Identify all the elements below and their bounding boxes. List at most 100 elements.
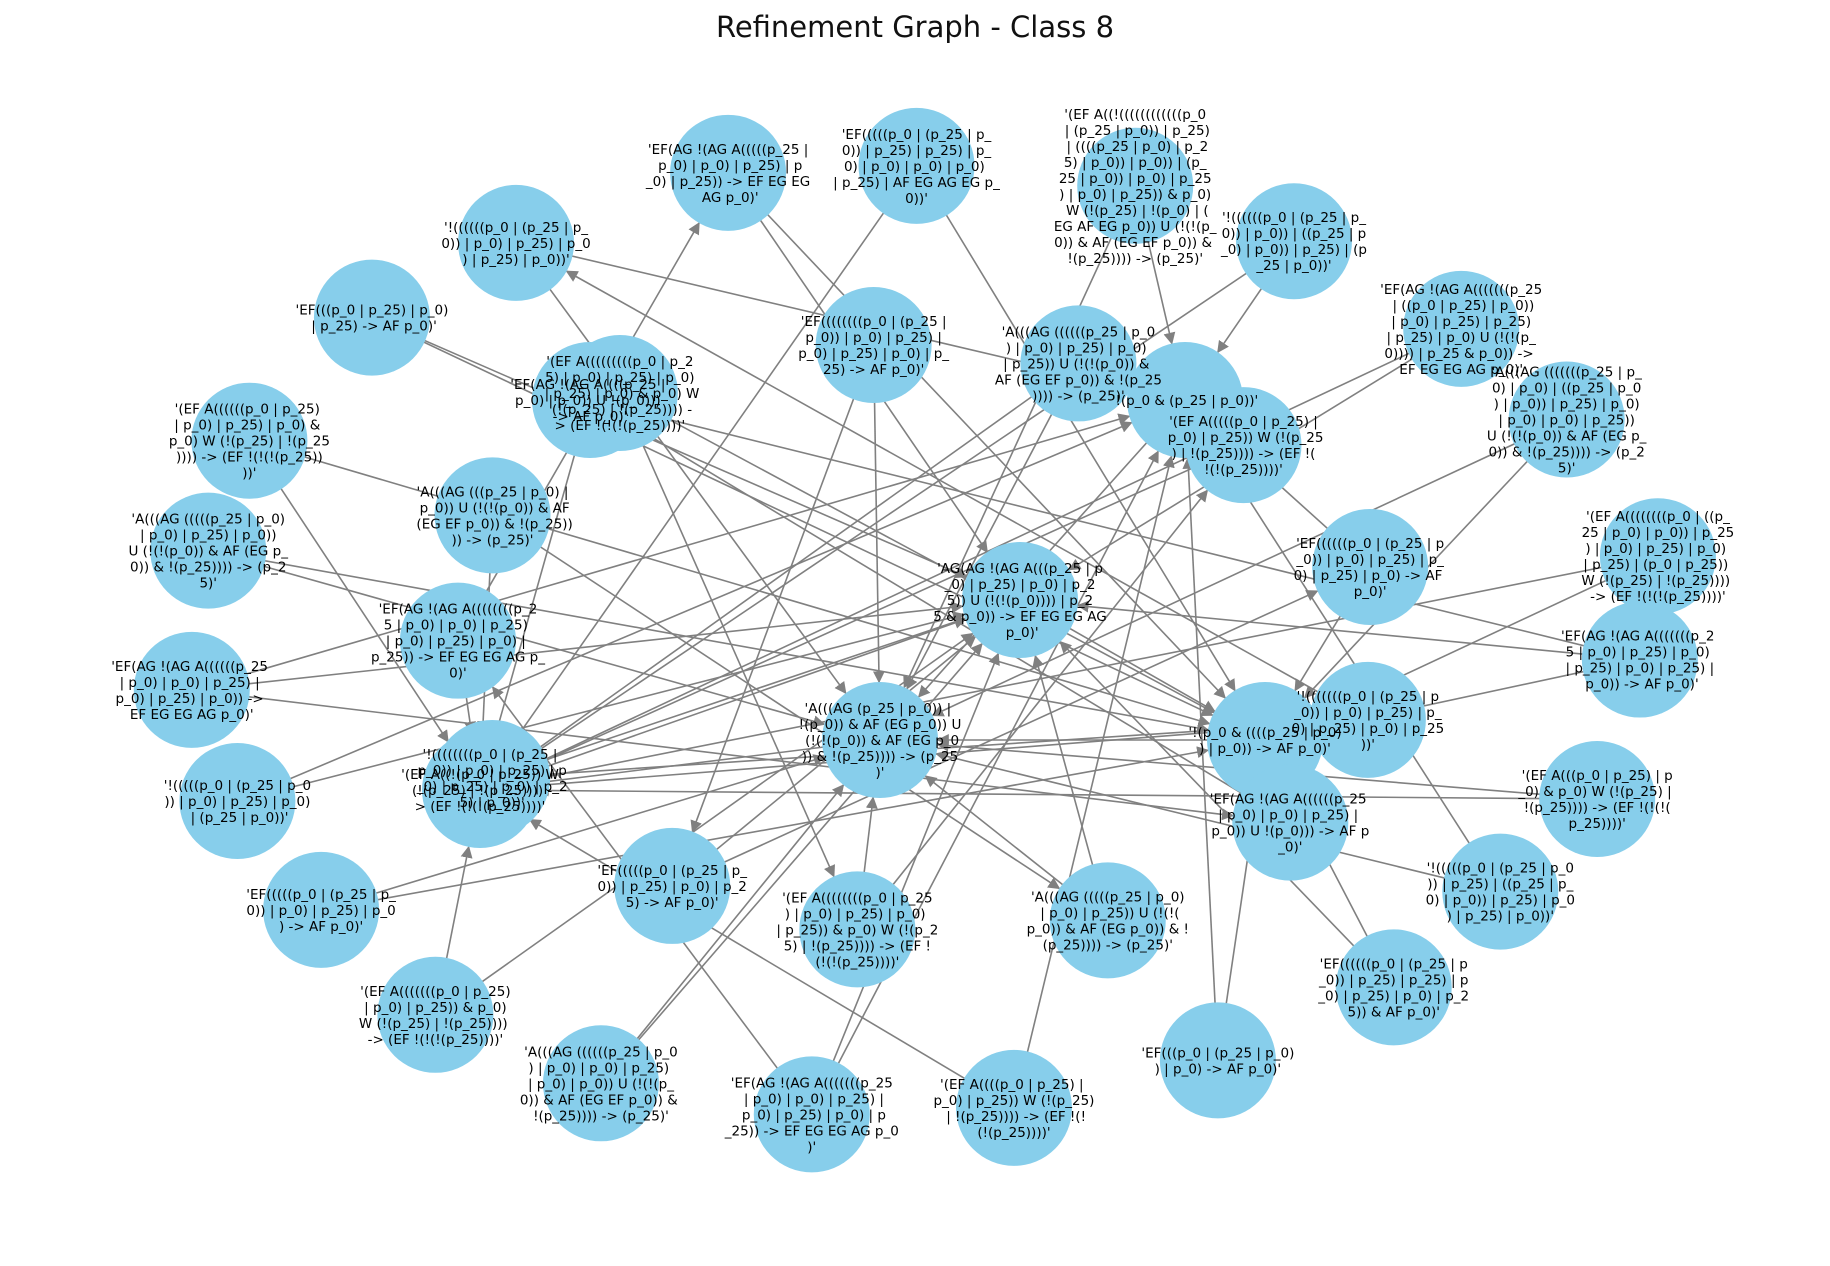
node-n7 xyxy=(1403,270,1520,387)
node-n24 xyxy=(133,631,250,748)
node-n36 xyxy=(799,871,916,988)
node-n5 xyxy=(1235,183,1352,300)
node-n13 xyxy=(1442,833,1559,950)
edge-n5-n6 xyxy=(527,240,1295,759)
edge-n11-n20 xyxy=(645,410,1641,661)
edge-n24-n1 xyxy=(191,413,1131,691)
edge-n26-n6 xyxy=(248,440,449,743)
nodes-layer: '!(p_0 & (p_25 | p_0))' '!(p_0 & ((((p_25… xyxy=(111,107,1734,1173)
edge-n4-n15 xyxy=(903,185,1136,689)
edge-n24-n34 xyxy=(191,689,1234,821)
node-label-n11: 'EF(AG !(AG A(((((((p_2 5 | p_0) | p_25)… xyxy=(1561,629,1719,693)
edge-n36-n31 xyxy=(856,489,1209,930)
edge-n3-n2 xyxy=(915,165,1236,692)
edge-n27-n2 xyxy=(371,316,1214,717)
node-label-n27: 'EF(((p_0 | p_25) | p_0) | p_25) -> AF p… xyxy=(295,303,448,335)
node-n31 xyxy=(1185,387,1302,504)
node-n11 xyxy=(1581,601,1698,718)
node-label-n20: 'EF(AG !(AG A((((p_25 | p_0) | p_0)) U !… xyxy=(510,377,669,425)
edge-n33-n28 xyxy=(565,270,1369,721)
edge-n8-n2 xyxy=(1303,418,1568,699)
edge-n11-n10 xyxy=(1076,600,1640,661)
node-n19 xyxy=(542,1025,659,1142)
node-n35 xyxy=(1049,862,1166,979)
node-n21 xyxy=(377,956,494,1073)
node-label-n16: 'EF(((p_0 | (p_25 | p_0)) | p_0) -> AF p… xyxy=(1141,1045,1294,1077)
edge-n16-n1 xyxy=(1182,456,1219,1061)
node-n22 xyxy=(263,851,380,968)
node-n40 xyxy=(434,457,551,574)
edge-n42-n37 xyxy=(690,344,875,833)
node-label-n31: '(EF A(((((p_0 | p_25) | p_0) | p_25)) W… xyxy=(1163,414,1323,478)
node-n39 xyxy=(399,582,516,699)
edge-n41-n36 xyxy=(619,392,835,878)
node-label-n21: '(EF A(((((((p_0 | p_25) | p_0) | p_25))… xyxy=(359,984,512,1048)
edge-n29-n2 xyxy=(727,172,1226,699)
edge-n3-n6 xyxy=(512,165,918,744)
node-label-n40: 'A(((AG (((p_25 | p_0) | p_0)) U (!(!(p_… xyxy=(412,484,573,548)
node-label-n29: 'EF(AG !(AG A(((((p_25 | p_0) | p_0) | p… xyxy=(645,142,810,206)
node-n34 xyxy=(1232,764,1349,881)
edge-n6-n10 xyxy=(479,617,967,791)
node-label-n22: 'EF(((((p_0 | (p_25 | p_0)) | p_0) | p_2… xyxy=(246,887,396,935)
node-n15 xyxy=(822,682,938,798)
edge-n38-n10 xyxy=(491,616,967,779)
node-label-n8: 'A(((AG (((((((p_25 | p_0) | p_0) | ((p_… xyxy=(1487,364,1647,476)
edge-n28-n15 xyxy=(515,242,847,695)
node-n42 xyxy=(815,286,932,403)
node-label-n34: 'EF(AG !(AG A((((((p_25 | p_0) | p_0) | … xyxy=(1210,792,1371,856)
node-label-n15: 'A(((AG (p_25 | p_0)) | !(p_0)) & AF (EG… xyxy=(799,701,962,781)
node-label-n6: '(EF A((!(p_0 | p_25)) W (!(p_25) | !(p_… xyxy=(401,767,559,815)
node-n28 xyxy=(458,184,575,301)
node-label-n13: '!(((((p_0 | (p_25 | p_0)) | p_25) | ((p… xyxy=(1426,861,1575,925)
node-label-n32: 'EF((((((p_0 | (p_25 | p_0)) | p_0) | p_… xyxy=(1294,536,1447,600)
node-label-n2: '!(p_0 & ((((p_25 | p_0)) | p_0)) -> AF … xyxy=(1188,725,1341,757)
edge-n18-n1 xyxy=(811,450,1159,1115)
edge-n26-n2 xyxy=(249,439,1211,727)
node-n41 xyxy=(561,335,678,452)
node-label-n14: 'EF((((((p_0 | (p_25 | p_0)) | p_25) | p… xyxy=(1317,956,1469,1020)
node-label-n3: 'EF(((((p_0 | (p_25 | p_0)) | p_25) | p_… xyxy=(833,127,1000,207)
node-label-n7: 'EF(AG !(AG A(((((((p_25 | ((p_0 | p_25)… xyxy=(1380,282,1542,378)
node-label-n18: 'EF(AG !(AG A(((((((p_25 | p_0) | p_0) |… xyxy=(724,1075,899,1155)
node-n29 xyxy=(670,114,787,231)
node-n17 xyxy=(955,1049,1072,1166)
node-n4 xyxy=(1077,127,1194,244)
node-n3 xyxy=(858,107,975,224)
edge-n17-n6 xyxy=(528,818,1015,1109)
edge-n12-n6 xyxy=(536,784,1598,800)
node-label-n1: '!(p_0 & (p_25 | p_0))' xyxy=(1112,393,1258,409)
node-label-n42: 'EF((((((((p_0 | (p_25 | p_0)) | p_0) | … xyxy=(798,314,949,378)
node-n14 xyxy=(1335,929,1452,1046)
node-n8 xyxy=(1508,361,1625,478)
node-label-n24: 'EF(AG !(AG A((((((p_25 | p_0) | p_0) | … xyxy=(111,659,272,723)
node-label-n17: '(EF A((((p_0 | p_25) | p_0) | p_25)) W … xyxy=(933,1077,1094,1141)
edge-n25-n2 xyxy=(208,549,1210,734)
node-n12 xyxy=(1539,740,1656,857)
edge-n34-n20 xyxy=(638,429,1291,824)
edge-n13-n15 xyxy=(935,750,1501,893)
edge-n17-n1 xyxy=(1013,455,1175,1109)
node-label-n36: '(EF A((((((((p_0 | p_25) | p_0) | p_25)… xyxy=(776,890,938,970)
edge-n31-n6 xyxy=(531,444,1244,768)
node-label-n38: '!((((((((p_0 | (p_25 | p_0)) | p_0) | p… xyxy=(416,747,568,811)
node-label-n12: '(EF A(((p_0 | p_25) | p_0) & p_0) W (!(… xyxy=(1517,768,1676,832)
node-n16 xyxy=(1159,1002,1276,1119)
node-n27 xyxy=(313,259,430,376)
node-n18 xyxy=(753,1056,870,1173)
node-label-n26: '(EF A((((((p_0 | p_25) | p_0) | p_25) |… xyxy=(169,402,330,482)
node-label-n4: '(EF A((!((((((((((((p_0 | (p_25 | p_0))… xyxy=(1054,107,1217,267)
node-label-n9: '(EF A((((((((p_0 | ((p_25 | p_0) | p_0)… xyxy=(1581,509,1734,605)
node-n33 xyxy=(1309,661,1426,778)
edge-n23-n1 xyxy=(237,421,1133,802)
node-label-n23: '!(((((p_0 | (p_25 | p_0)) | p_0) | p_25… xyxy=(164,778,311,826)
edge-n30-n6 xyxy=(526,362,1079,758)
edge-n25-n15 xyxy=(208,549,826,728)
edge-n37-n32 xyxy=(671,590,1319,887)
edge-n22-n2 xyxy=(320,746,1210,911)
node-n23 xyxy=(179,743,296,860)
edge-n23-n10 xyxy=(237,611,965,802)
edge-n18-n10 xyxy=(811,652,1000,1115)
